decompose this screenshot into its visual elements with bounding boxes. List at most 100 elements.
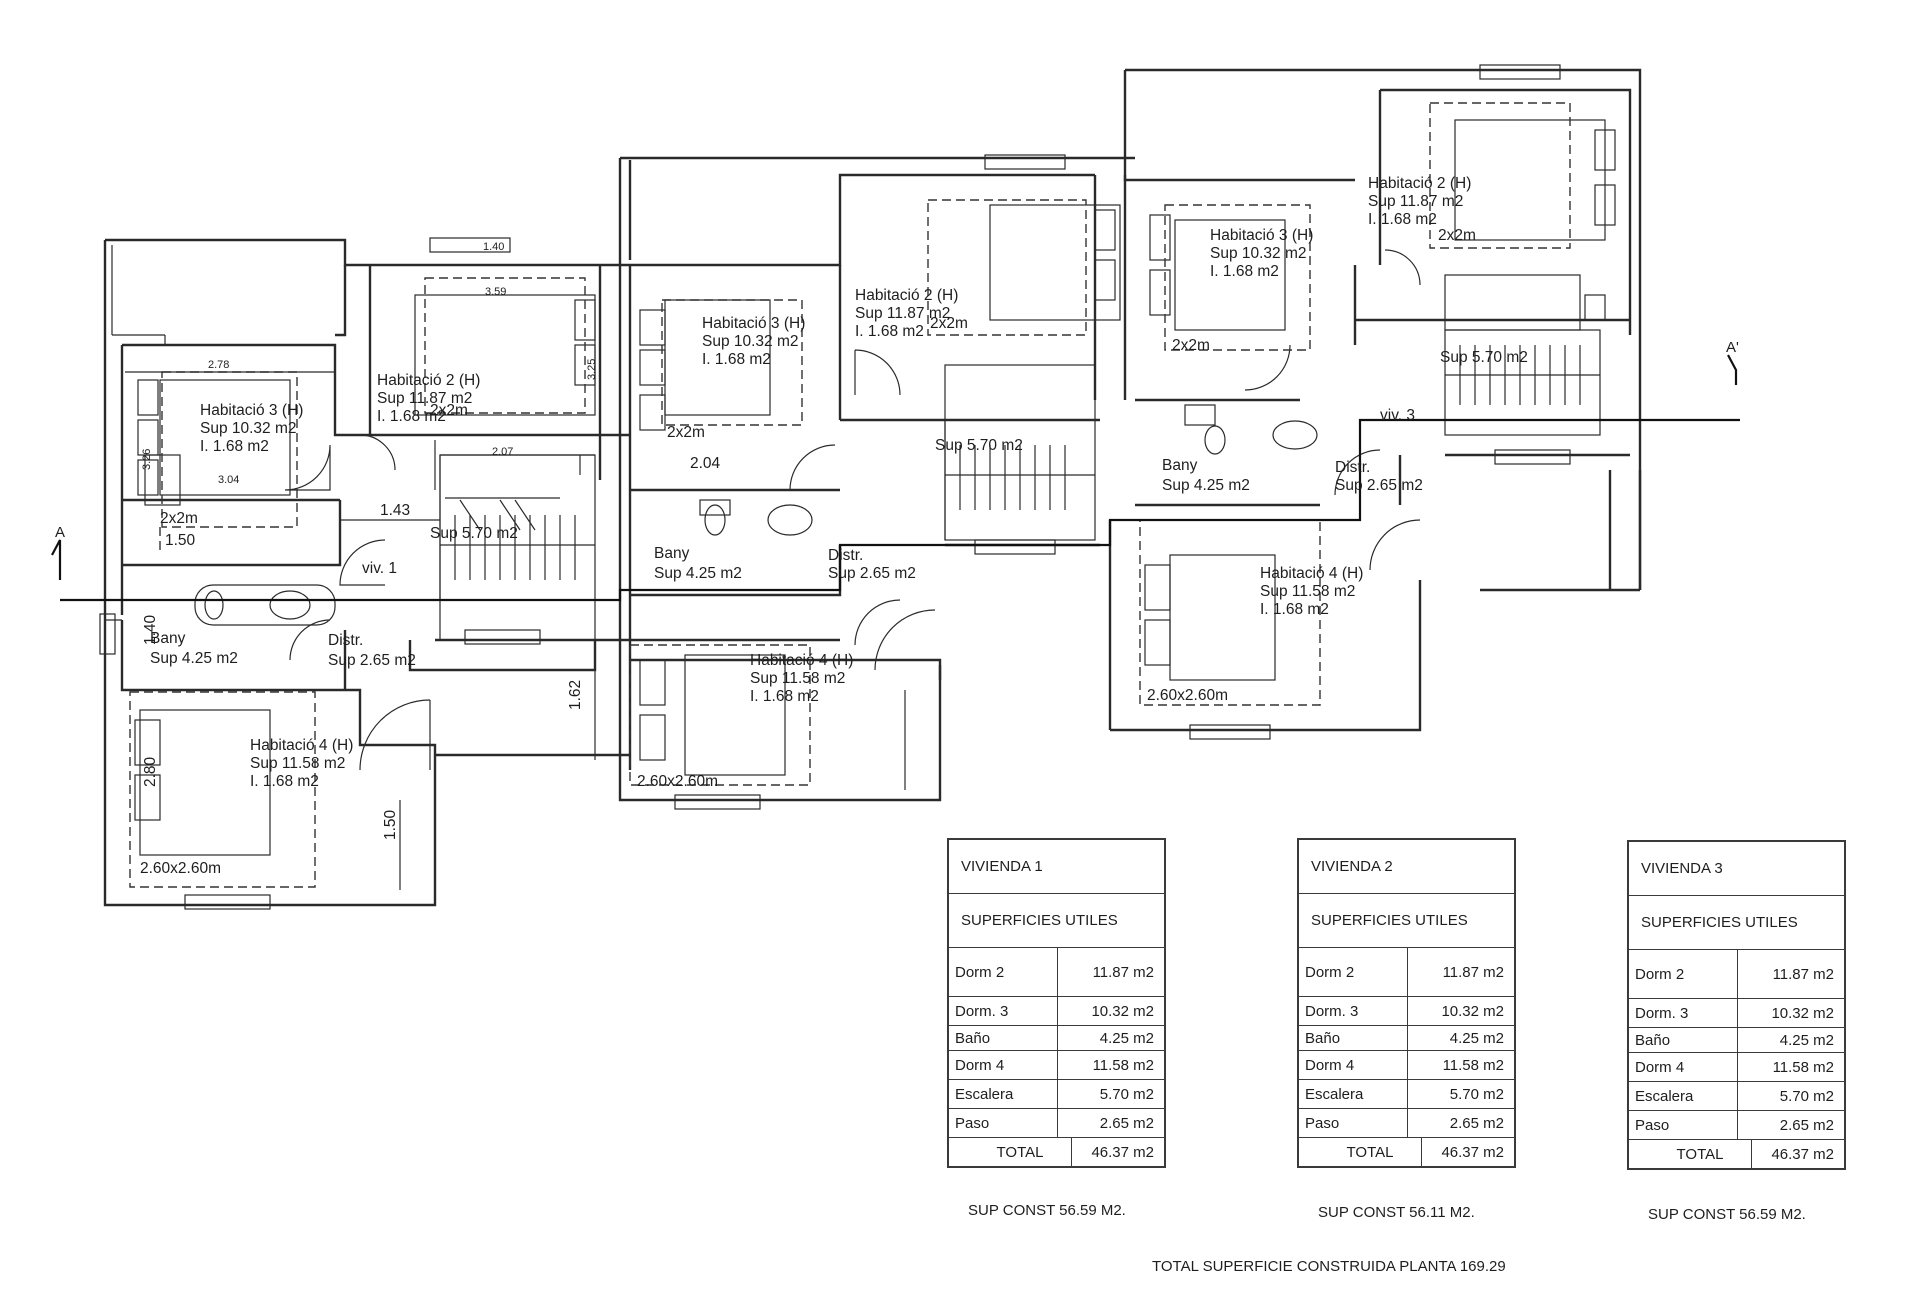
row-label: Dorm. 3 — [1299, 997, 1408, 1025]
room-area: Sup 11.58 m2 — [250, 755, 345, 772]
row-label: Dorm 2 — [1299, 948, 1408, 996]
stair-3 — [1444, 329, 1601, 436]
room-name: Habitació 3 (H) — [702, 315, 805, 332]
table-row: Dorm. 3 10.32 m2 — [1299, 997, 1514, 1026]
row-label: TOTAL — [949, 1138, 1072, 1166]
sup-const-1: SUP CONST 56.59 M2. — [968, 1202, 1126, 1219]
room-area: Sup 2.65 m2 — [1335, 477, 1423, 494]
row-label: Dorm 2 — [1629, 950, 1738, 998]
room-name: Habitació 2 (H) — [855, 287, 958, 304]
room-name: Habitació 3 (H) — [1210, 227, 1313, 244]
table-title: VIVIENDA 2 — [1299, 840, 1514, 894]
row-value: 10.32 m2 — [1771, 1004, 1834, 1022]
dim-label: 3.25 — [586, 359, 598, 380]
row-label: TOTAL — [1629, 1140, 1752, 1168]
room-name: Habitació 2 (H) — [377, 372, 480, 389]
row-label: TOTAL — [1299, 1138, 1422, 1166]
row-value: 11.87 m2 — [1092, 963, 1154, 981]
unit-1-labels: Habitació 3 (H) Sup 10.32 m2 I. 1.68 m2 … — [140, 372, 518, 877]
room-clear: 2.60x2.60m — [637, 773, 718, 790]
dim-label: 1.43 — [380, 502, 410, 519]
room-name: Distr. — [328, 632, 363, 649]
table-row: Baño 4.25 m2 — [1629, 1028, 1844, 1053]
row-label: Paso — [949, 1109, 1058, 1137]
dim-label: 1.40 — [142, 614, 159, 645]
total-built-area: TOTAL SUPERFICIE CONSTRUIDA PLANTA 169.2… — [1152, 1258, 1506, 1275]
row-label: Paso — [1629, 1111, 1738, 1139]
row-value: 46.37 m2 — [1091, 1143, 1154, 1161]
dim-label: 2.07 — [492, 446, 513, 458]
room-area: Sup 11.58 m2 — [1260, 583, 1355, 600]
row-value: 5.70 m2 — [1099, 1085, 1154, 1103]
dimensions: 1.40 3.59 2.78 3.25 3.26 3.04 1.50 2.07 … — [125, 241, 1421, 890]
table-subtitle: SUPERFICIES UTILES — [1299, 894, 1514, 948]
room-illum: I. 1.68 m2 — [1210, 263, 1279, 280]
room-name: Habitació 3 (H) — [200, 402, 303, 419]
room-name: Habitació 4 (H) — [1260, 565, 1363, 582]
room-area: Sup 10.32 m2 — [702, 333, 799, 350]
dim-label: 2.80 — [142, 756, 159, 787]
room-area: Sup 2.65 m2 — [828, 565, 916, 582]
row-value: 4.25 m2 — [1099, 1029, 1154, 1047]
room-illum: I. 1.68 m2 — [250, 773, 319, 790]
row-label: Baño — [1629, 1028, 1738, 1052]
room-clear: 2x2m — [667, 424, 705, 441]
row-value: 11.58 m2 — [1442, 1056, 1504, 1074]
unit-label: viv. 3 — [1380, 407, 1415, 424]
row-label: Escalera — [949, 1080, 1058, 1108]
dim-label: 1.62 — [567, 680, 584, 710]
dim-label: 3.26 — [141, 449, 153, 470]
room-clear: 2.60x2.60m — [140, 860, 221, 877]
stair-area: Sup 5.70 m2 — [1440, 349, 1528, 366]
row-label: Baño — [1299, 1026, 1408, 1050]
row-label: Dorm 2 — [949, 948, 1058, 996]
row-label: Escalera — [1629, 1082, 1738, 1110]
room-clear: 2x2m — [1172, 337, 1210, 354]
row-value: 10.32 m2 — [1091, 1002, 1154, 1020]
table-row: Escalera 5.70 m2 — [949, 1080, 1164, 1109]
room-name: Distr. — [1335, 459, 1370, 476]
room-area: Sup 10.32 m2 — [200, 420, 297, 437]
row-label: Dorm 4 — [1629, 1053, 1738, 1081]
table-title: VIVIENDA 3 — [1629, 842, 1844, 896]
table-row: Escalera 5.70 m2 — [1299, 1080, 1514, 1109]
room-area: Sup 10.32 m2 — [1210, 245, 1307, 262]
section-line: A A' — [51, 339, 1740, 602]
row-value: 4.25 m2 — [1779, 1031, 1834, 1049]
dim-label: 2.04 — [690, 455, 721, 472]
unit-3-labels: Habitació 3 (H) Sup 10.32 m2 I. 1.68 m2 … — [1147, 175, 1528, 704]
row-value: 10.32 m2 — [1441, 1002, 1504, 1020]
row-label: Escalera — [1299, 1080, 1408, 1108]
stair-2 — [944, 420, 1095, 540]
unit-2-walls — [618, 154, 1135, 810]
unit-2-labels: Habitació 3 (H) Sup 10.32 m2 I. 1.68 m2 … — [637, 287, 1023, 790]
room-area: Sup 4.25 m2 — [1162, 477, 1250, 494]
room-illum: I. 1.68 m2 — [855, 323, 924, 340]
room-illum: I. 1.68 m2 — [750, 688, 819, 705]
room-area: Sup 4.25 m2 — [654, 565, 742, 582]
room-area: Sup 2.65 m2 — [328, 652, 416, 669]
room-area: Sup 4.25 m2 — [150, 650, 238, 667]
dim-label: 2.78 — [208, 359, 229, 371]
stair-area: Sup 5.70 m2 — [430, 525, 518, 542]
dim-label: 3.04 — [218, 474, 239, 486]
room-name: Bany — [654, 545, 690, 562]
dim-label: 1.50 — [382, 809, 399, 840]
row-value: 5.70 m2 — [1449, 1085, 1504, 1103]
dim-label: 1.50 — [165, 532, 196, 549]
room-area: Sup 11.87 m2 — [377, 390, 472, 407]
table-subtitle: SUPERFICIES UTILES — [1629, 896, 1844, 950]
row-label: Dorm 4 — [949, 1051, 1058, 1079]
